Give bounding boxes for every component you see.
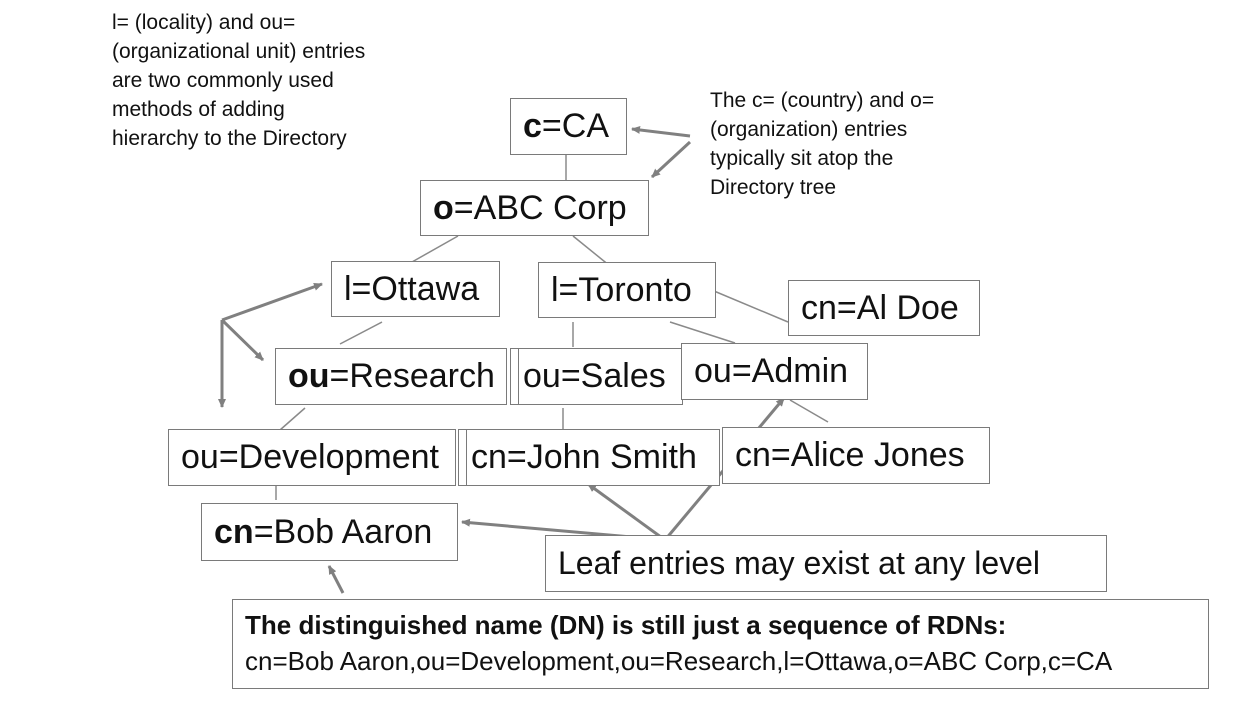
arrow-to-ottawa [221, 282, 323, 322]
arrow-to-research [220, 318, 265, 362]
node-o-abc-corp: o=ABC Corp [420, 180, 649, 236]
node-attr: c [523, 107, 542, 145]
left-note: l= (locality) and ou= (organizational un… [112, 11, 366, 150]
node-c-ca: c=CA [510, 98, 627, 155]
node-attr: cn [214, 512, 254, 551]
node-cn-john-smith: cn=John Smith [458, 429, 720, 486]
node-ou-admin: ou=Admin [681, 343, 868, 400]
node-attr: ou [288, 357, 330, 395]
node-value: =CA [541, 107, 610, 145]
node-ou-sales: ou=Sales [510, 348, 683, 405]
link-admin-alicejones [789, 399, 829, 423]
node-l-ottawa: l=Ottawa [331, 261, 500, 317]
arrow-to-abc [650, 140, 692, 179]
dn-box: The distinguished name (DN) is still jus… [232, 599, 1209, 689]
leaf-note: Leaf entries may exist at any level [545, 535, 1107, 592]
node-attr: o [433, 188, 454, 227]
arrow-to-bobaaron-from-dn [327, 565, 345, 594]
right-note: The c= (country) and o= (organization) e… [710, 89, 935, 199]
arrow-to-johnsmith [587, 482, 666, 542]
arrow-to-ca [631, 125, 691, 138]
link-abc-ottawa [411, 235, 459, 263]
node-l-toronto: l=Toronto [538, 262, 716, 318]
dn-title: The distinguished name (DN) is still jus… [245, 610, 1007, 640]
node-value: =Research [329, 357, 495, 395]
node-ou-research: ou=Research [275, 348, 507, 405]
node-value: =ABC Corp [453, 188, 627, 227]
node-cn-al-doe: cn=Al Doe [788, 280, 980, 336]
node-value: =Bob Aaron [253, 512, 433, 551]
link-research-development [279, 407, 306, 431]
node-cn-bob-aaron: cn=Bob Aaron [201, 503, 458, 561]
dn-value: cn=Bob Aaron,ou=Development,ou=Research,… [245, 646, 1113, 676]
node-cn-alice-jones: cn=Alice Jones [722, 427, 990, 484]
link-ottawa-research [339, 321, 383, 345]
link-toronto-admin [669, 321, 736, 344]
link-toronto-aldoe [713, 290, 789, 323]
node-ou-development: ou=Development [168, 429, 456, 486]
link-abc-toronto [572, 235, 611, 267]
